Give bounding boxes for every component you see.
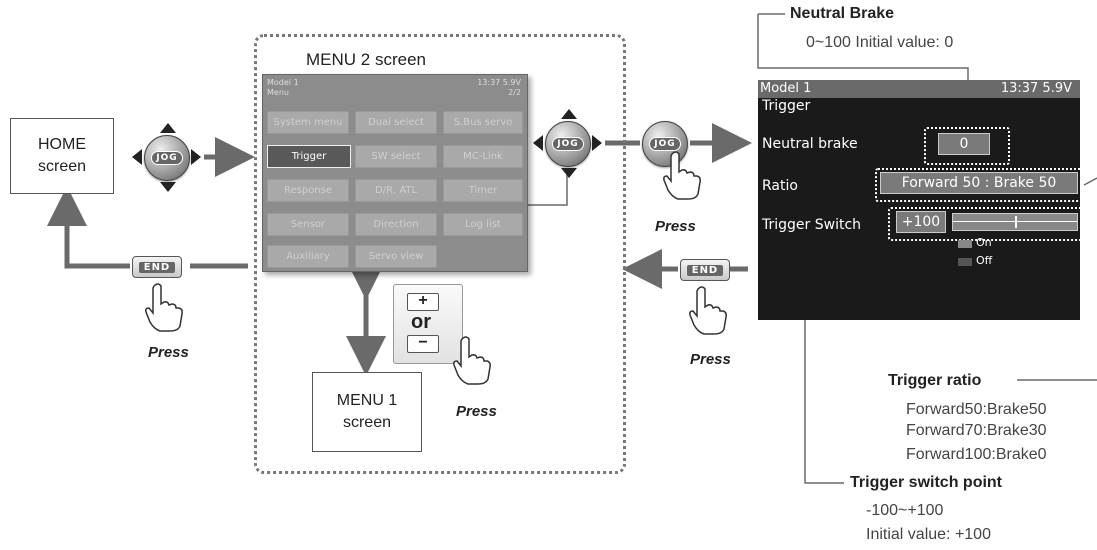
plus-minus-panel: + or −: [393, 284, 463, 364]
jog-press-button[interactable]: JOG: [642, 121, 688, 167]
left-arrow-icon: [533, 135, 543, 151]
trigger-ratio-option-3: Forward100:Brake0: [906, 446, 1047, 463]
bar-marker: [1015, 216, 1017, 228]
menu-button-trigger[interactable]: Trigger: [267, 145, 351, 168]
pointing-hand-icon: [145, 283, 183, 332]
trigger-screen-header: [758, 80, 1080, 98]
menu-button-log-list[interactable]: Log list: [443, 213, 523, 236]
menu-button-servo-view[interactable]: Servo view: [355, 245, 437, 268]
or-label: or: [411, 311, 431, 333]
pointing-hand-icon: [453, 336, 491, 385]
m2-status: 13:37 5.9V: [477, 78, 521, 87]
menu-group-frame: [254, 34, 626, 474]
neutral-brake-highlight: [924, 127, 1010, 165]
trigger-switch-highlight: [888, 207, 1084, 241]
up-arrow-icon: [160, 123, 176, 133]
menu2-screen: Model 1 Menu 13:37 5.9V 2/2 System menu …: [262, 74, 528, 272]
trigger-title: Trigger: [762, 98, 811, 114]
legend-on: On: [976, 236, 992, 249]
trigger-switch-value[interactable]: +100: [896, 211, 946, 233]
trigger-switch-label: Trigger Switch: [762, 217, 862, 233]
neutral-brake-value[interactable]: 0: [938, 133, 990, 155]
trigger-switch-point-heading: Trigger switch point: [850, 474, 1003, 491]
trigger-ratio-heading: Trigger ratio: [888, 372, 982, 389]
trigger-switch-point-initial: Initial value: +100: [866, 526, 991, 543]
trigger-ratio-option-1: Forward50:Brake50: [906, 401, 1047, 418]
end-key-left[interactable]: END: [132, 256, 182, 278]
right-arrow-icon: [592, 135, 602, 151]
jog-dial-left[interactable]: JOG: [144, 135, 190, 181]
end-label: END: [138, 261, 176, 273]
m2-menu: Menu: [267, 88, 289, 97]
home-screen-box: HOME screen: [10, 118, 114, 194]
menu-button-sbus-servo[interactable]: S.Bus servo: [443, 111, 523, 134]
legend-off-swatch: [958, 258, 972, 266]
menu-button-system-menu[interactable]: System menu: [267, 111, 349, 134]
neutral-brake-heading: Neutral Brake: [790, 5, 895, 22]
pointing-hand-icon: [663, 151, 701, 200]
up-arrow-icon: [561, 109, 577, 119]
ratio-highlight: [875, 168, 1084, 202]
menu-button-dr-atl[interactable]: D/R, ATL: [355, 179, 437, 202]
menu1-screen-box: MENU 1 screen: [312, 372, 422, 452]
neutral-brake-label: Neutral brake: [762, 136, 858, 152]
end-label: END: [686, 264, 724, 276]
minus-key-icon[interactable]: −: [407, 335, 439, 353]
menu2-title: MENU 2 screen: [306, 50, 426, 69]
ratio-label: Ratio: [762, 178, 798, 194]
jog-label: JOG: [649, 137, 681, 151]
m2-model: Model 1: [267, 78, 299, 87]
jog-label: JOG: [552, 137, 584, 151]
right-arrow-icon: [191, 149, 201, 165]
legend-off: Off: [976, 254, 993, 267]
press-label-plusminus: Press: [456, 403, 497, 420]
legend-on-swatch: [958, 240, 972, 248]
menu-button-auxiliary[interactable]: Auxiliary: [267, 245, 349, 268]
trigger-ratio-option-2: Forward70:Brake30: [906, 422, 1047, 439]
trigger-model: Model 1: [760, 81, 812, 96]
menu-button-response[interactable]: Response: [267, 179, 349, 202]
m2-page: 2/2: [508, 88, 521, 97]
down-arrow-icon: [561, 168, 577, 178]
jog-dial-menu2[interactable]: JOG: [545, 121, 591, 167]
trigger-screen: Model 1 13:37 5.9V Trigger Neutral brake…: [758, 80, 1084, 320]
arrow-back-to-home: [47, 186, 130, 269]
left-arrow-icon: [132, 149, 142, 165]
menu-button-dual-select[interactable]: Dual select: [355, 111, 437, 134]
trigger-switch-bar: [952, 213, 1078, 231]
pointing-hand-icon: [689, 286, 727, 335]
ratio-value[interactable]: Forward 50 : Brake 50: [880, 172, 1078, 194]
press-label-jog: Press: [655, 218, 696, 235]
press-label-end-left: Press: [148, 344, 189, 361]
press-label-end-right: Press: [690, 351, 731, 368]
trigger-switch-point-range: -100~+100: [866, 502, 944, 519]
end-key-right[interactable]: END: [680, 259, 730, 281]
menu-button-sensor[interactable]: Sensor: [267, 213, 349, 236]
menu-button-sw-select[interactable]: SW select: [355, 145, 437, 168]
menu-button-mc-link[interactable]: MC-Link: [443, 145, 523, 168]
down-arrow-icon: [160, 182, 176, 192]
neutral-brake-detail: 0~100 Initial value: 0: [806, 34, 954, 51]
menu-button-timer[interactable]: Timer: [443, 179, 523, 202]
plus-key-icon[interactable]: +: [407, 293, 439, 311]
menu-button-direction[interactable]: Direction: [355, 213, 437, 236]
trigger-status: 13:37 5.9V: [1000, 81, 1072, 96]
jog-label: JOG: [151, 151, 183, 165]
